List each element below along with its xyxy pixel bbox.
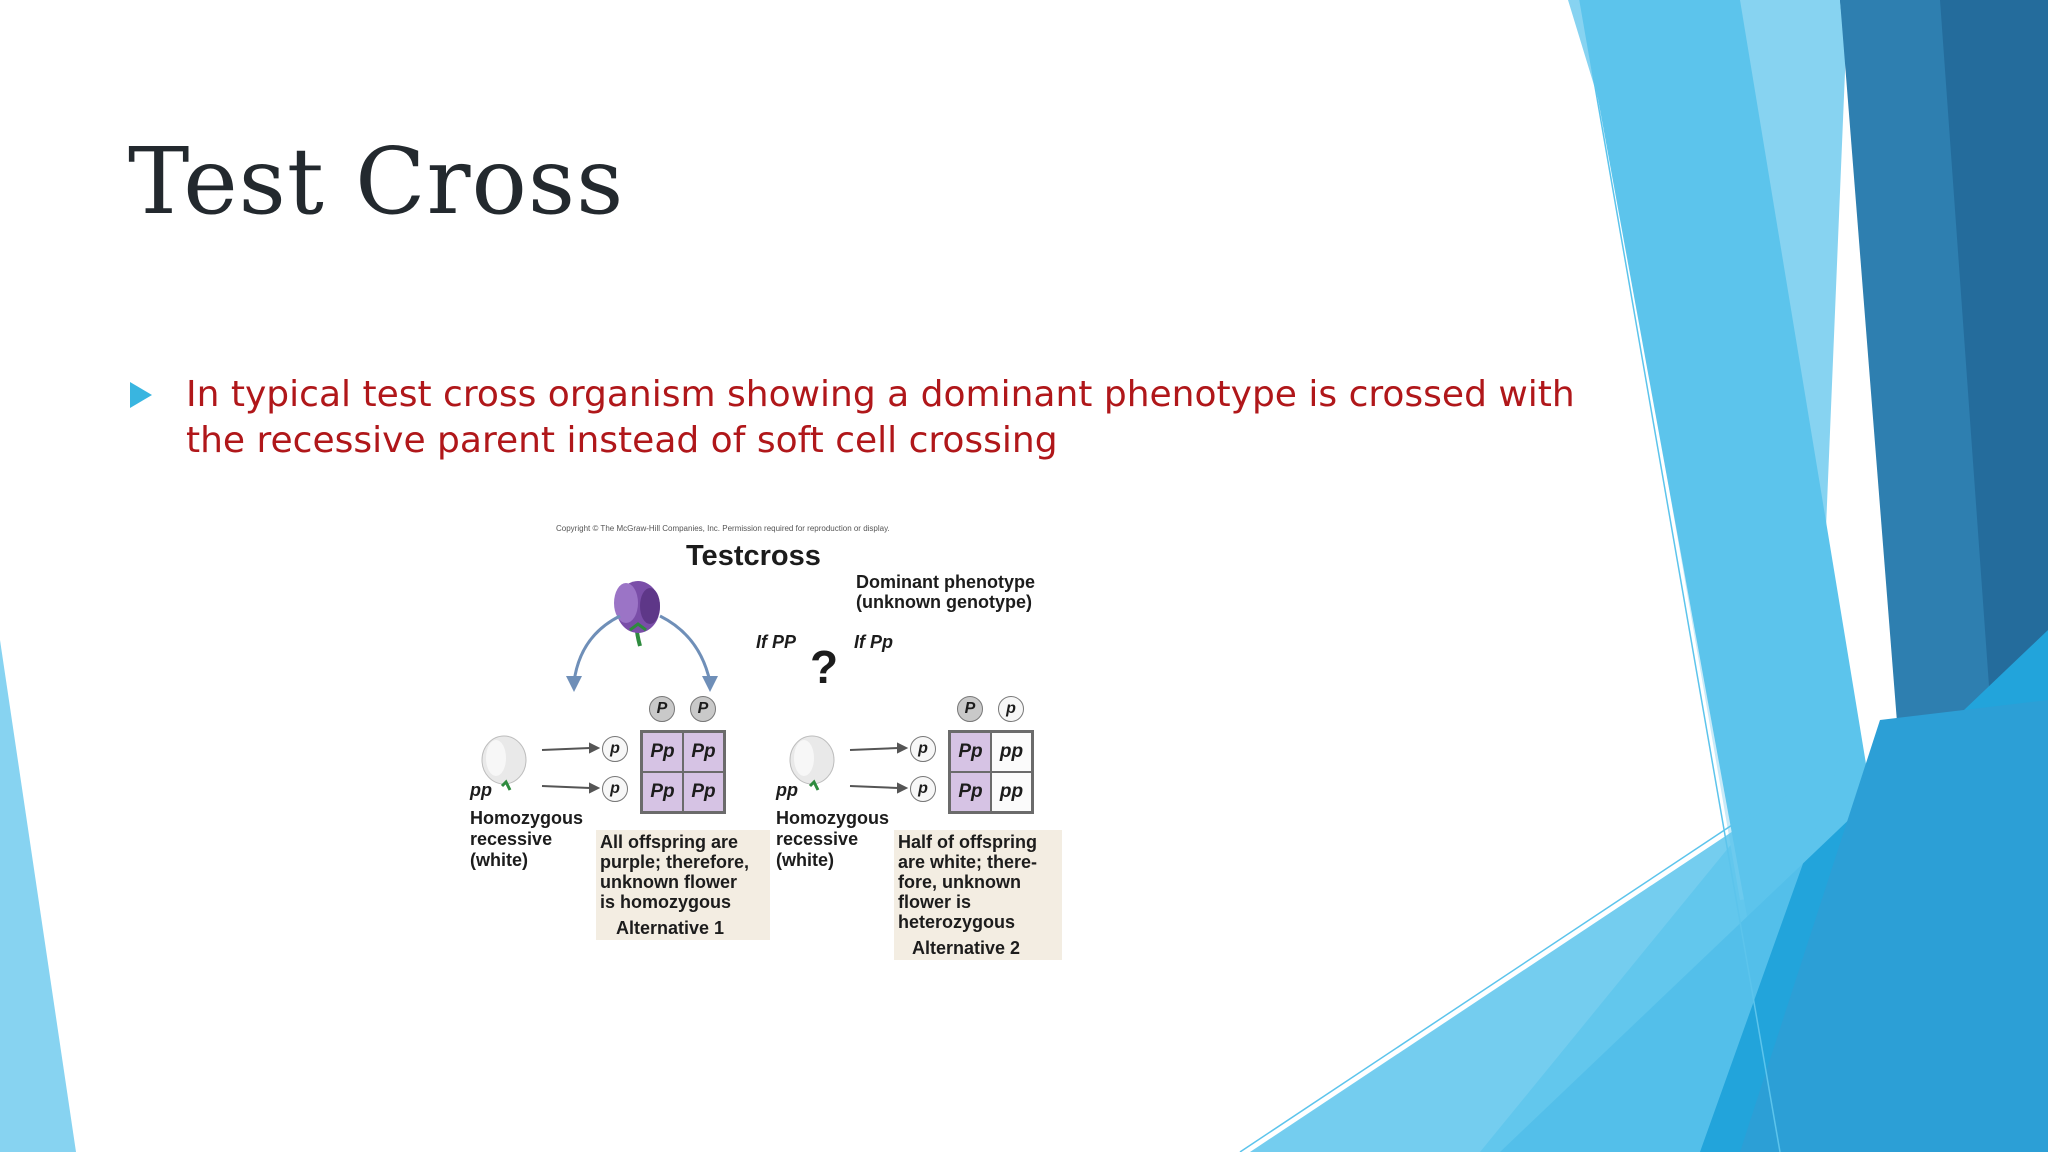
bullet-arrow-icon <box>130 382 152 408</box>
left-edge-accent <box>0 640 76 1152</box>
if-PP-label: If PP <box>756 632 796 652</box>
left-result-line: unknown flower <box>600 872 766 892</box>
right-top-allele-2: p <box>998 696 1024 722</box>
right-top-allele-1: P <box>957 696 983 722</box>
right-genotype: pp <box>776 780 798 800</box>
right-punnett-square: Pp pp Pp pp <box>948 730 1034 814</box>
gamete-arrows-right <box>850 744 906 792</box>
left-result-line: is homozygous <box>600 892 766 912</box>
right-result-line: heterozygous <box>898 912 1058 932</box>
alternative-2-label: Alternative 2 <box>898 938 1058 958</box>
left-recessive-desc: Homozygous recessive (white) <box>470 808 583 871</box>
left-result-text: All offspring are purple; therefore, unk… <box>596 830 770 940</box>
dominant-label-line-1: Dominant phenotype <box>856 572 1035 592</box>
right-recessive-desc: Homozygous recessive (white) <box>776 808 889 871</box>
punnett-cell: Pp <box>683 772 724 812</box>
dominant-phenotype-label: Dominant phenotype (unknown genotype) <box>856 572 1035 612</box>
left-punnett-square: Pp Pp Pp Pp <box>640 730 726 814</box>
left-top-allele-1: P <box>649 696 675 722</box>
punnett-cell: Pp <box>642 772 683 812</box>
left-result-line: purple; therefore, <box>600 852 766 872</box>
purple-flower-icon <box>614 581 660 646</box>
left-result-line: All offspring are <box>600 832 766 852</box>
left-desc-line-1: Homozygous <box>470 808 583 829</box>
left-desc-line-2: recessive <box>470 829 583 850</box>
if-Pp-label: If Pp <box>854 632 893 652</box>
punnett-cell: Pp <box>950 732 991 772</box>
left-genotype: pp <box>470 780 492 800</box>
punnett-cell: Pp <box>950 772 991 812</box>
punnett-cell: Pp <box>642 732 683 772</box>
arrow-to-alternative-2 <box>660 616 718 692</box>
right-desc-line-2: recessive <box>776 829 889 850</box>
punnett-cell: pp <box>991 772 1032 812</box>
right-result-line: flower is <box>898 892 1058 912</box>
gamete-arrows-left <box>542 744 598 792</box>
slide-title: Test Cross <box>128 128 624 235</box>
punnett-cell: Pp <box>683 732 724 772</box>
alternative-1-label: Alternative 1 <box>600 918 766 938</box>
dominant-label-line-2: (unknown genotype) <box>856 592 1035 612</box>
left-top-allele-2: P <box>690 696 716 722</box>
bullet-text: In typical test cross organism showing a… <box>186 372 1626 464</box>
right-result-line: fore, unknown <box>898 872 1058 892</box>
testcross-figure: Copyright © The McGraw-Hill Companies, I… <box>460 516 1080 976</box>
left-side-allele-1: p <box>602 736 628 762</box>
right-result-line: are white; there- <box>898 852 1058 872</box>
left-side-allele-2: p <box>602 776 628 802</box>
punnett-cell: pp <box>991 732 1032 772</box>
right-side-allele-1: p <box>910 736 936 762</box>
question-mark: ? <box>810 640 838 694</box>
right-result-text: Half of offspring are white; there- fore… <box>894 830 1062 960</box>
right-desc-line-1: Homozygous <box>776 808 889 829</box>
left-desc-line-3: (white) <box>470 850 583 871</box>
arrow-to-alternative-1 <box>566 616 620 692</box>
right-side-allele-2: p <box>910 776 936 802</box>
right-desc-line-3: (white) <box>776 850 889 871</box>
right-result-line: Half of offspring <box>898 832 1058 852</box>
